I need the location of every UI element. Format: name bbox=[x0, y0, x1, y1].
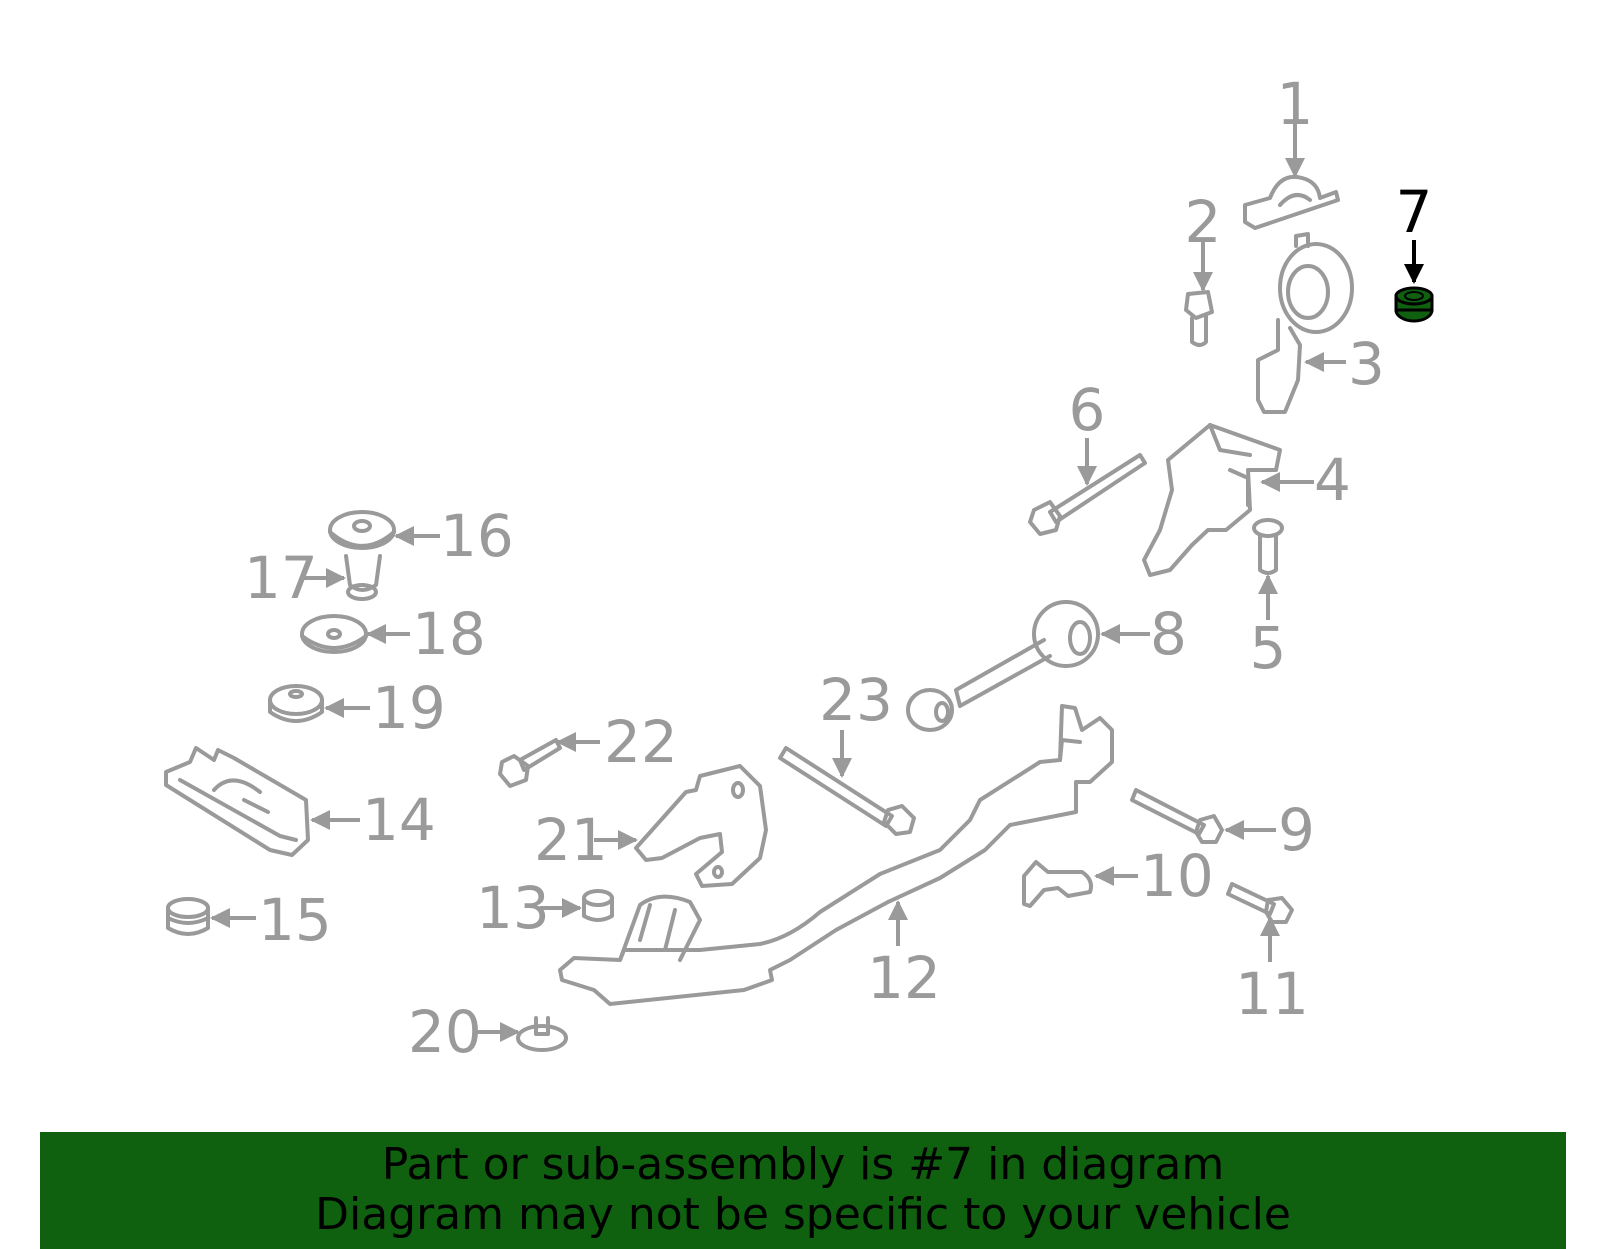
part-22-bolt[interactable] bbox=[498, 738, 562, 788]
info-banner: Part or sub-assembly is #7 in diagram Di… bbox=[40, 1132, 1566, 1249]
part-20-stud[interactable] bbox=[516, 1016, 568, 1052]
part-3-bracket[interactable] bbox=[1256, 232, 1354, 414]
callout-11[interactable]: 11 bbox=[1235, 960, 1309, 1028]
callout-1[interactable]: 1 bbox=[1277, 70, 1314, 138]
part-15-grommet[interactable] bbox=[166, 897, 210, 936]
callout-4[interactable]: 4 bbox=[1314, 446, 1351, 514]
part-4-mount-bracket[interactable] bbox=[1142, 423, 1282, 577]
part-19-insulator[interactable] bbox=[268, 684, 324, 723]
callout-10[interactable]: 10 bbox=[1140, 842, 1214, 910]
part-9-bolt[interactable] bbox=[1130, 788, 1224, 844]
callout-21[interactable]: 21 bbox=[534, 806, 608, 874]
callout-6[interactable]: 6 bbox=[1069, 376, 1106, 444]
leader-arrows bbox=[210, 122, 1424, 1042]
part-10-clip[interactable] bbox=[1022, 860, 1093, 908]
callout-5[interactable]: 5 bbox=[1250, 614, 1287, 682]
callout-13[interactable]: 13 bbox=[476, 874, 550, 942]
callout-17[interactable]: 17 bbox=[244, 544, 318, 612]
banner-line-2: Diagram may not be specific to your vehi… bbox=[315, 1189, 1291, 1240]
callout-3[interactable]: 3 bbox=[1348, 330, 1385, 398]
part-13-bushing[interactable] bbox=[582, 889, 614, 922]
callout-22[interactable]: 22 bbox=[604, 708, 678, 776]
part-17-bushing[interactable] bbox=[344, 554, 382, 601]
callout-14[interactable]: 14 bbox=[362, 786, 436, 854]
part-21-bracket[interactable] bbox=[634, 764, 768, 888]
part-6-long-bolt[interactable] bbox=[1028, 453, 1147, 536]
callout-labels: 1 2 3 4 5 6 7 8 9 10 11 12 13 14 15 16 1… bbox=[244, 70, 1432, 1066]
callout-2[interactable]: 2 bbox=[1185, 188, 1222, 256]
part-8-link-arm[interactable] bbox=[906, 600, 1100, 732]
callout-19[interactable]: 19 bbox=[372, 674, 446, 742]
parts-diagram: 1 2 3 4 5 6 7 8 9 10 11 12 13 14 15 16 1… bbox=[164, 70, 1434, 1066]
part-14-heat-shield[interactable] bbox=[164, 746, 310, 857]
callout-8[interactable]: 8 bbox=[1150, 600, 1187, 668]
callout-12[interactable]: 12 bbox=[867, 944, 941, 1012]
part-2-bolt[interactable] bbox=[1184, 290, 1214, 347]
callout-15[interactable]: 15 bbox=[258, 886, 332, 954]
callout-20[interactable]: 20 bbox=[408, 998, 482, 1066]
part-23-long-bolt[interactable] bbox=[778, 746, 916, 836]
part-11-bolt[interactable] bbox=[1226, 882, 1294, 924]
part-18-washer[interactable] bbox=[300, 614, 368, 654]
part-1-clamp[interactable] bbox=[1243, 175, 1340, 230]
callout-7[interactable]: 7 bbox=[1396, 178, 1433, 246]
part-12-crossmember[interactable] bbox=[558, 704, 1114, 1006]
callout-9[interactable]: 9 bbox=[1278, 796, 1315, 864]
callout-16[interactable]: 16 bbox=[440, 502, 514, 570]
callout-23[interactable]: 23 bbox=[819, 666, 893, 734]
part-16-upper-mount[interactable] bbox=[328, 510, 396, 550]
banner-line-1: Part or sub-assembly is #7 in diagram bbox=[381, 1139, 1225, 1190]
part-7-nut[interactable] bbox=[1394, 286, 1434, 323]
callout-18[interactable]: 18 bbox=[412, 600, 486, 668]
part-5-bolt[interactable] bbox=[1252, 518, 1284, 575]
